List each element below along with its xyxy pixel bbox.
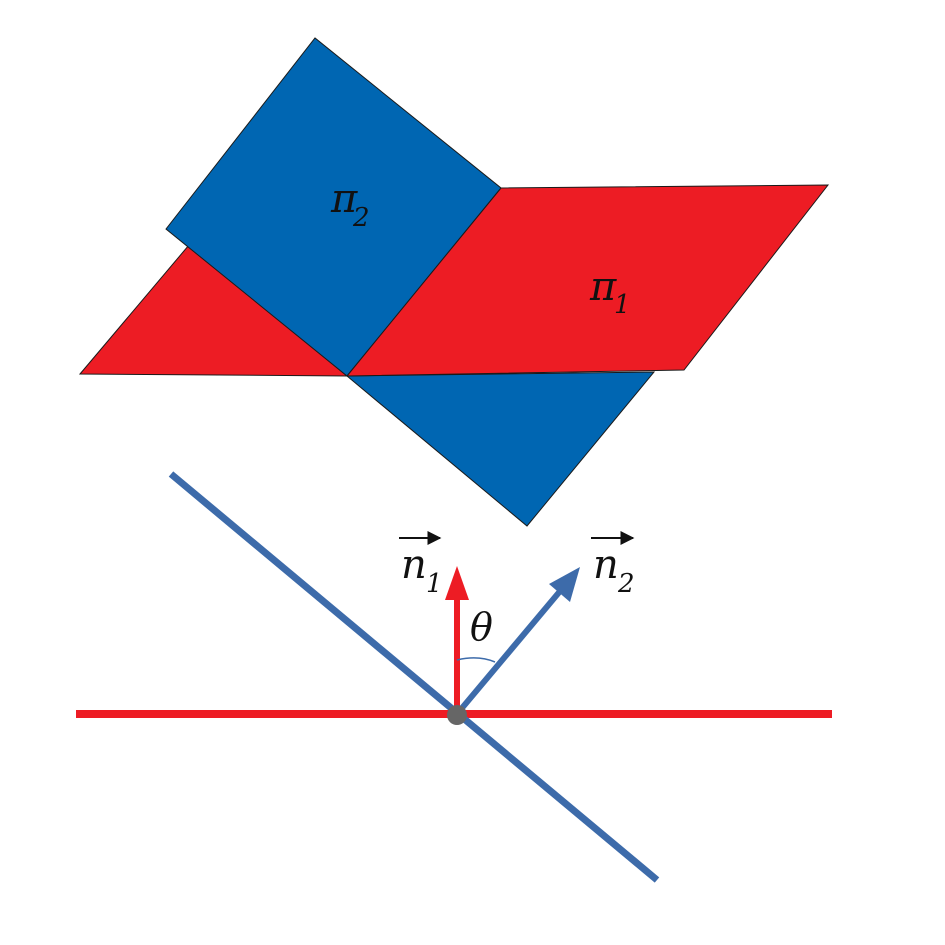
normal-n2-arrowhead	[549, 567, 580, 602]
normal-n2-symbol: n	[593, 542, 619, 588]
normal-n1-subscript: 1	[426, 569, 443, 599]
plane-pi1-symbol: π	[589, 264, 617, 310]
plane-pi2-symbol: π	[330, 176, 358, 222]
intersection-point	[447, 705, 467, 725]
angle-arc	[456, 657, 496, 663]
plane-pi2-subscript: 2	[352, 203, 370, 233]
normal-n2-shaft	[454, 588, 564, 716]
plane-pi1-label: π 1	[589, 264, 631, 320]
normal-n1-label: n 1	[399, 531, 443, 599]
angle-theta-label: θ	[470, 605, 493, 649]
plane-pi1-subscript: 1	[614, 290, 631, 320]
normal-n1-symbol: n	[401, 542, 427, 588]
plane-pi1-right-part	[345, 184, 830, 377]
planes-illustration: π 2 π 1	[78, 37, 830, 527]
cross-section-illustration: θ n 1 n 2	[76, 471, 832, 883]
normal-n2-subscript: 2	[617, 569, 635, 599]
plane-pi2-lower-part	[345, 371, 656, 527]
normal-n2-label: n 2	[591, 531, 635, 599]
normal-n1-arrowhead	[445, 566, 469, 600]
plane-pi2-label: π 2	[330, 176, 370, 233]
plane-pi2-section-line	[168, 471, 660, 883]
